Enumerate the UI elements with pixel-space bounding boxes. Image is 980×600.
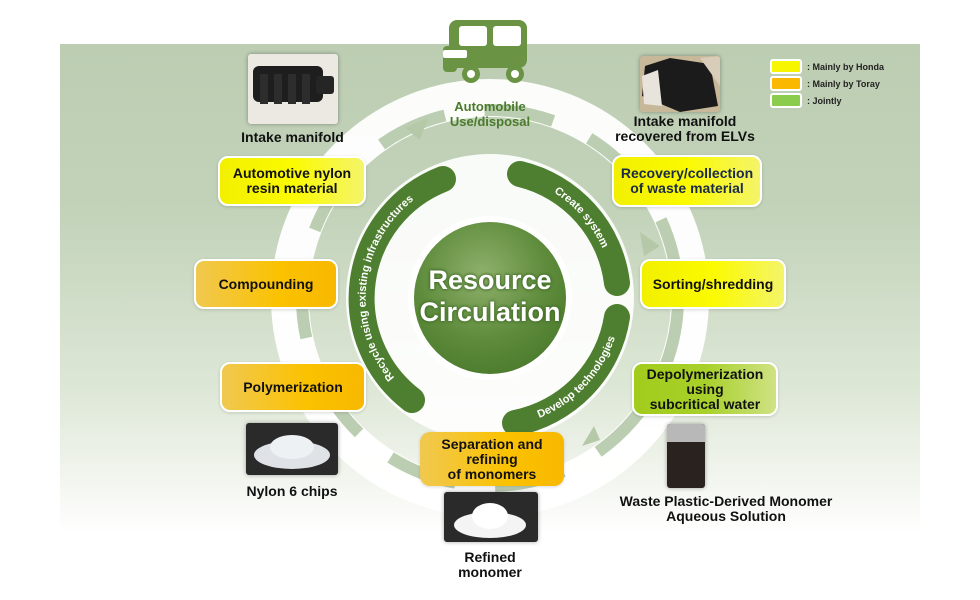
arrow-head-bottom-right <box>582 426 600 446</box>
center-title-line1: Resource <box>428 265 552 295</box>
intake-manifold-photo <box>248 54 338 124</box>
step-automotive-nylon-line2: resin material <box>246 180 338 196</box>
arrow-head-right <box>640 232 660 256</box>
legend-item-jointly: : Jointly <box>770 92 884 109</box>
arc-create-system <box>507 161 630 296</box>
legend-item-honda: : Mainly by Honda <box>770 58 884 75</box>
step-recovery-line1: Recovery/collection <box>620 165 754 181</box>
nylon-chips-photo <box>246 423 338 475</box>
arrow-head-top-left <box>405 118 428 140</box>
monomer-solution-caption-line1: Waste Plastic-Derived Monomer <box>619 493 833 509</box>
step-automotive-nylon-line1: Automotive nylon <box>232 165 352 181</box>
automobile-line1: Automobile <box>454 99 526 114</box>
center-title-line2: Circulation <box>419 297 561 327</box>
step-compounding: Compounding <box>194 259 338 309</box>
step-separation-line2: refining <box>466 450 518 467</box>
monomer-solution-caption-line2: Aqueous Solution <box>666 508 786 524</box>
step-separation-line3: of monomers <box>447 465 537 482</box>
legend-item-toray: : Mainly by Toray <box>770 75 884 92</box>
legend-label-jointly: : Jointly <box>807 95 842 106</box>
automobile-line2: Use/disposal <box>449 114 531 129</box>
legend-swatch-jointly <box>770 93 802 108</box>
legend: : Mainly by Honda : Mainly by Toray : Jo… <box>770 58 884 109</box>
refined-monomer-caption: Refined monomer <box>430 550 550 580</box>
step-sorting-label: Sorting/shredding <box>652 275 774 292</box>
automobile-label: Automobile Use/disposal <box>420 99 560 129</box>
step-depolymerization-line3: subcritical water <box>649 395 761 412</box>
nylon-chips-caption: Nylon 6 chips <box>246 483 338 499</box>
intake-manifold-caption: Intake manifold <box>241 129 344 145</box>
legend-swatch-toray <box>770 76 802 91</box>
step-depolymerization-line2: using <box>686 380 724 397</box>
step-depolymerization-line1: Depolymerization <box>646 365 764 382</box>
step-compounding-label: Compounding <box>218 275 314 292</box>
legend-swatch-honda <box>770 59 802 74</box>
arc-develop <box>502 304 630 436</box>
intake-elv-caption-line2: recovered from ELVs <box>615 128 755 144</box>
intake-elv-caption: Intake manifold recovered from ELVs <box>600 114 770 144</box>
step-separation-line1: Separation and <box>441 435 543 452</box>
center-title: Resource Circulation <box>410 264 570 328</box>
step-polymerization: Polymerization <box>220 362 366 412</box>
monomer-solution-caption: Waste Plastic-Derived Monomer Aqueous So… <box>586 494 866 524</box>
refined-monomer-caption-line2: monomer <box>458 564 522 580</box>
car-icon <box>443 20 527 83</box>
center-circle <box>414 222 566 374</box>
intake-elv-photo <box>640 56 720 112</box>
intake-elv-caption-line1: Intake manifold <box>633 113 737 129</box>
refined-monomer-caption-line1: Refined <box>464 549 516 565</box>
step-sorting: Sorting/shredding <box>640 259 786 309</box>
legend-label-toray: : Mainly by Toray <box>807 78 880 89</box>
monomer-solution-photo <box>667 424 705 488</box>
legend-label-honda: : Mainly by Honda <box>807 61 885 72</box>
step-recovery-line2: of waste material <box>630 180 744 196</box>
arc-recycle <box>348 166 456 413</box>
refined-monomer-photo <box>444 492 538 542</box>
step-polymerization-label: Polymerization <box>243 378 343 395</box>
